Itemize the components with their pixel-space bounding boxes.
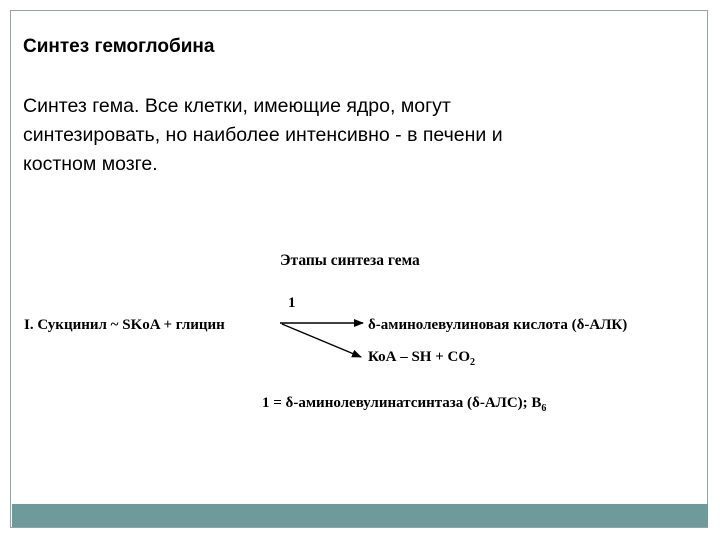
- slide-body-text: Синтез гема. Все клетки, имеющие ядро, м…: [23, 92, 663, 179]
- slide-title: Синтез гемоглобина: [23, 36, 215, 57]
- slide-frame: [10, 10, 708, 528]
- body-line: синтезировать, но наиболее интенсивно - …: [23, 124, 503, 146]
- footer-bar: [12, 504, 708, 527]
- body-line: костном мозге.: [23, 153, 158, 175]
- body-line: Синтез гема. Все клетки, имеющие ядро, м…: [23, 95, 451, 117]
